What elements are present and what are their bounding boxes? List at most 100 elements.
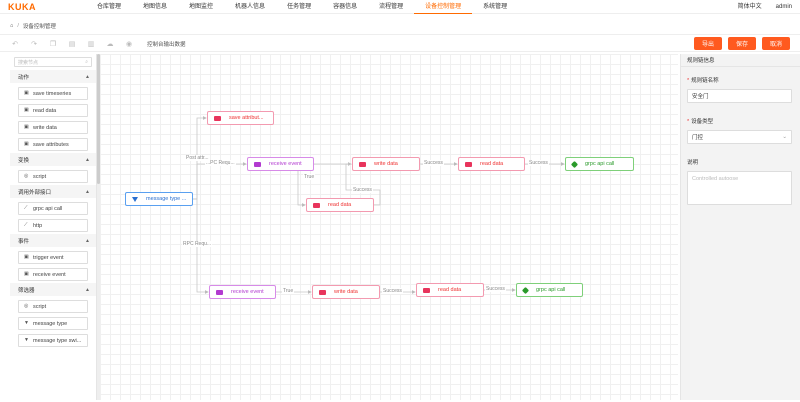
palette-group-title: 筛选器 xyxy=(18,287,35,294)
node-read-data-2[interactable]: read data xyxy=(416,283,484,297)
node-label: write data xyxy=(374,161,398,167)
node-label: save attribut... xyxy=(229,115,264,121)
palette-node-label: save attributes xyxy=(33,141,69,148)
console-output-label[interactable]: 控制台输出数据 xyxy=(147,41,186,48)
node-type-icon xyxy=(423,287,430,293)
palette-groups: 动作▲▣save timeseries▣read data▣write data… xyxy=(10,70,96,347)
palette-node[interactable]: ⟋ grpc api call xyxy=(18,202,88,215)
nav-item-8[interactable]: 系统管理 xyxy=(483,4,508,10)
chevron-up-icon: ▲ xyxy=(85,286,90,293)
node-type-icon xyxy=(254,161,261,167)
rule-chain-canvas[interactable] xyxy=(100,54,678,400)
required-mark: * xyxy=(687,78,690,84)
undo-icon[interactable]: ↶ xyxy=(12,40,18,48)
palette-group-header[interactable]: 变换▲ xyxy=(10,153,96,166)
palette-node[interactable]: ◎ script xyxy=(18,170,88,183)
desc-label: 说明 xyxy=(687,160,699,166)
top-bar: KUKA 仓库管理 地图信息 地图监控 机器人信息 任务管理 容器信息 流程管理 设备控制管理… xyxy=(0,0,800,14)
node-type-icon xyxy=(216,289,223,295)
user-menu[interactable]: admin xyxy=(775,4,792,10)
edge-label-success-3: Success xyxy=(382,288,403,294)
node-message-type[interactable]: message type ... xyxy=(125,192,193,206)
palette-node-label: save timeseries xyxy=(33,90,72,97)
palette-node-label: script xyxy=(33,173,47,180)
edge-label-rpc-1: ...PC Requ... xyxy=(205,160,236,166)
language-switch[interactable]: 简体中文 xyxy=(737,4,762,10)
node-type-icon: ▣ xyxy=(24,107,29,113)
node-type-icon xyxy=(214,115,221,121)
main-nav: 仓库管理 地图信息 地图监控 机器人信息 任务管理 容器信息 流程管理 设备控制管理 系统管理 xyxy=(86,0,518,14)
palette-node-label: grpc api call xyxy=(33,205,63,212)
device-type-select[interactable]: 门控⌄ xyxy=(687,130,792,144)
nav-item-7[interactable]: 设备控制管理 xyxy=(414,0,473,14)
link-icon xyxy=(570,160,579,168)
palette-node[interactable]: ▣write data xyxy=(18,121,88,134)
nav-item-3[interactable]: 机器人信息 xyxy=(235,4,266,10)
cancel-button[interactable]: 取消 xyxy=(762,37,790,50)
palette-node-label: http xyxy=(33,222,43,229)
chevron-up-icon: ▲ xyxy=(85,73,90,80)
palette-group-header[interactable]: 事件▲ xyxy=(10,234,96,247)
node-label: read data xyxy=(480,161,504,167)
palette-node[interactable]: ◎script xyxy=(18,300,88,313)
palette-node[interactable]: ▣save timeseries xyxy=(18,87,88,100)
panel-title: 规则链信息 xyxy=(681,54,800,67)
node-type-icon: ⟋ xyxy=(24,205,28,211)
node-grpc-api-call-2[interactable]: grpc api call xyxy=(516,283,583,297)
node-receive-event-1[interactable]: receive event xyxy=(247,157,314,171)
palette-node-label: message type swi... xyxy=(33,337,82,344)
node-label: write data xyxy=(334,289,358,295)
delete-icon[interactable]: ▥ xyxy=(87,40,95,48)
node-type-icon xyxy=(313,202,320,208)
description-textarea[interactable]: Controlled autoose xyxy=(687,171,792,205)
palette-scrollbar[interactable] xyxy=(97,54,100,400)
palette-group-header[interactable]: 动作 ▲ xyxy=(10,70,96,83)
palette-group-header[interactable]: 调用外部接口▲ xyxy=(10,185,96,198)
export-button[interactable]: 导出 xyxy=(694,37,722,50)
palette-node[interactable]: ▣trigger event xyxy=(18,251,88,264)
palette-node[interactable]: ▼message type xyxy=(18,317,88,330)
editor-toolbar: ↶ ↷ ❐ ▤ ▥ ☁ ◉ 控制台输出数据 xyxy=(0,36,800,52)
node-write-data-1[interactable]: write data xyxy=(352,157,420,171)
node-receive-event-2[interactable]: receive event xyxy=(209,285,276,299)
nav-item-5[interactable]: 容器信息 xyxy=(333,4,358,10)
kuka-logo: KUKA xyxy=(8,2,36,12)
home-icon[interactable]: ⌂ xyxy=(10,22,14,29)
palette-node[interactable]: ▣read data xyxy=(18,104,88,117)
paste-icon[interactable]: ▤ xyxy=(68,40,76,48)
palette-group-title: 动作 xyxy=(18,74,30,81)
palette-node[interactable]: ▼message type swi... xyxy=(18,334,88,347)
cloud-icon[interactable]: ☁ xyxy=(106,40,114,48)
rule-chain-name-input[interactable]: 安全门 xyxy=(687,89,792,103)
save-button[interactable]: 保存 xyxy=(728,37,756,50)
nav-item-4[interactable]: 任务管理 xyxy=(287,4,312,10)
nav-item-2[interactable]: 地图监控 xyxy=(189,4,214,10)
node-write-data-2[interactable]: write data xyxy=(312,285,380,299)
action-buttons: 导出 保存 取消 xyxy=(694,37,790,50)
palette-scroll-thumb[interactable] xyxy=(97,54,100,184)
node-read-data-mid[interactable]: read data xyxy=(306,198,374,212)
node-grpc-api-call-1[interactable]: grpc api call xyxy=(565,157,634,171)
redo-icon[interactable]: ↷ xyxy=(31,40,37,48)
node-type-icon: ◎ xyxy=(24,173,29,179)
node-read-data-1[interactable]: read data xyxy=(458,157,525,171)
node-type-icon xyxy=(359,161,366,167)
node-label: read data xyxy=(438,287,462,293)
palette-node[interactable]: ▣ save attributes xyxy=(18,138,88,151)
node-save-attributes[interactable]: save attribut... xyxy=(207,111,274,125)
node-type-icon: ▣ xyxy=(24,254,29,260)
nav-item-6[interactable]: 流程管理 xyxy=(379,4,404,10)
required-mark: * xyxy=(687,119,690,125)
copy-icon[interactable]: ❐ xyxy=(49,40,57,48)
node-type-icon: ▣ xyxy=(24,141,29,147)
palette-node[interactable]: ⟋http xyxy=(18,219,88,232)
breadcrumb-current: 设备控制管理 xyxy=(22,23,56,30)
eye-icon[interactable]: ◉ xyxy=(125,40,133,48)
nav-item-0[interactable]: 仓库管理 xyxy=(97,4,122,10)
node-search-input[interactable]: 搜索节点 ⌕ xyxy=(14,57,92,67)
edge-label-true-2: True xyxy=(282,288,295,294)
palette-group-header[interactable]: 筛选器 ▲ xyxy=(10,283,96,296)
chevron-up-icon: ▲ xyxy=(85,237,90,244)
palette-node[interactable]: ▣receive event xyxy=(18,268,88,281)
nav-item-1[interactable]: 地图信息 xyxy=(143,4,168,10)
